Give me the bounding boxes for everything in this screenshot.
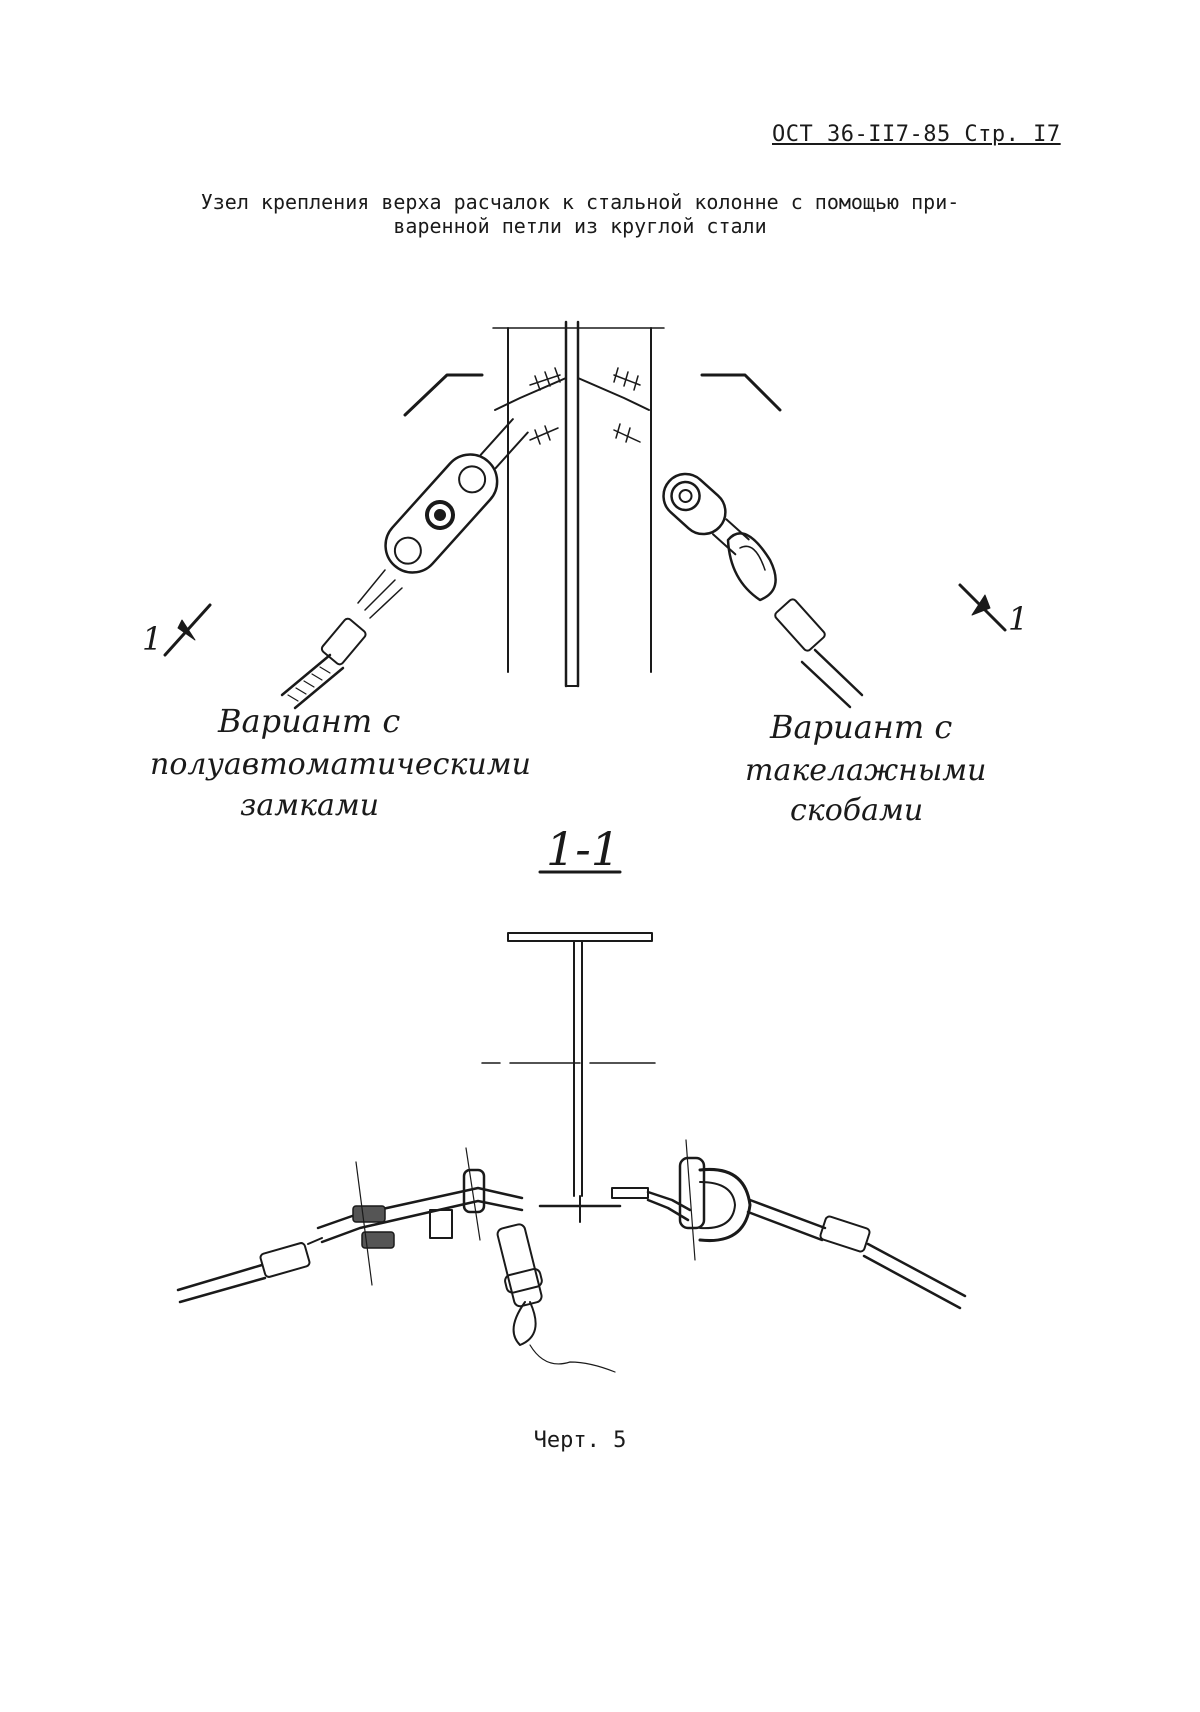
section-heading: 1-1 (538, 822, 622, 876)
rigging-shackle (662, 472, 777, 602)
drawing-title: Узел крепления верха расчалок к стальной… (130, 190, 1030, 238)
semi-automatic-lock (357, 418, 529, 619)
right-guy-rope (774, 598, 864, 709)
title-line-2: варенной петли из круглой стали (393, 214, 767, 238)
section-left-assembly (316, 1147, 616, 1373)
left-variant-line-1: Вариант с (217, 702, 400, 740)
section-column (481, 932, 656, 1223)
section-mark-left-label: 1 (142, 620, 162, 658)
title-line-1: Узел крепления верха расчалок к стальной… (200, 190, 960, 214)
right-variant-line-1: Вариант с (769, 708, 952, 746)
section-mark-right-label: 1 (1008, 600, 1028, 638)
section-mark-top-right (700, 373, 782, 412)
section-right-assembly (611, 1139, 752, 1261)
right-variant-line-3: скобами (790, 793, 923, 828)
steel-column (492, 320, 665, 688)
right-variant-line-2: такелажными (745, 753, 986, 788)
figure-caption: Черт. 5 (533, 1428, 627, 1453)
section-mark-top-left (403, 373, 484, 417)
left-variant-line-3: замками (240, 788, 379, 823)
left-guy-rope (280, 617, 367, 710)
section-heading-text: 1-1 (546, 822, 620, 876)
section-left-rope (176, 1237, 323, 1304)
section-right-rope (746, 1198, 967, 1310)
section-arrow-right (958, 583, 1007, 632)
section-arrow-left (163, 603, 212, 657)
welded-loop (494, 367, 650, 445)
left-variant-line-2: полуавтоматическими (150, 747, 531, 782)
document-header: ОСТ 36-II7-85 Стр. I7 (772, 122, 1061, 147)
